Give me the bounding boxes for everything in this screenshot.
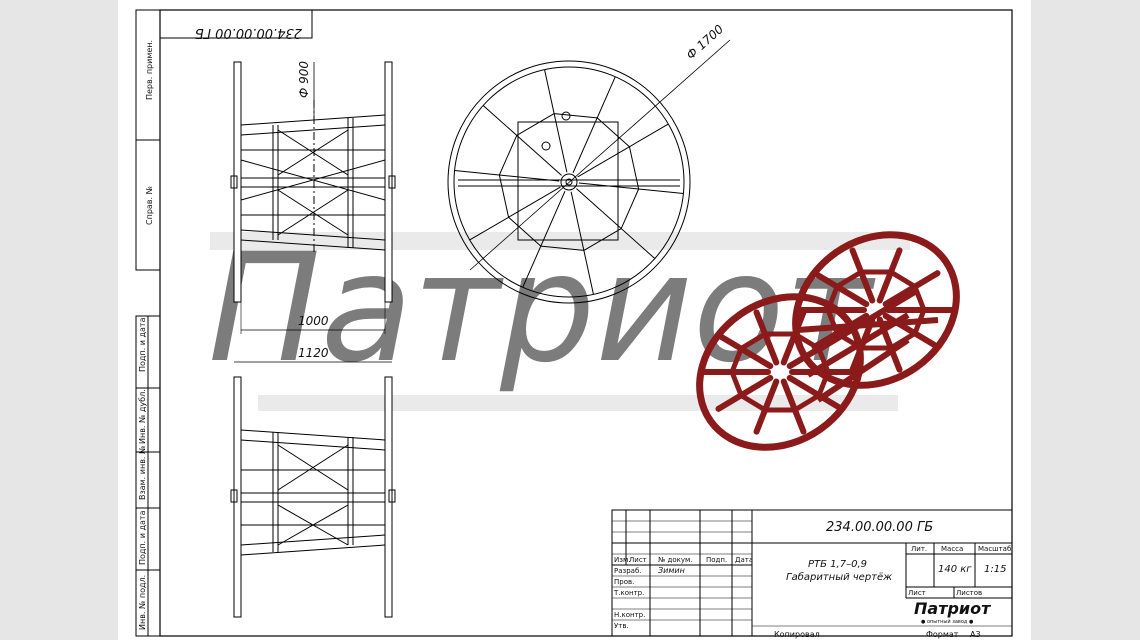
dimension-dia-inner: Ф 900 bbox=[297, 61, 315, 118]
wheel-spoke bbox=[544, 69, 568, 173]
wheel-spoke bbox=[576, 188, 656, 259]
svg-text:Лист: Лист bbox=[908, 589, 926, 597]
reel-back-flange-spoke bbox=[882, 270, 941, 308]
svg-text:Листов: Листов bbox=[956, 589, 982, 597]
reel-front-flange-spoke bbox=[780, 309, 807, 366]
svg-text:Копировал: Копировал bbox=[774, 630, 820, 639]
wheel-ring-segment bbox=[583, 228, 622, 251]
svg-text:Патриот: Патриот bbox=[208, 222, 876, 396]
svg-text:234.00.00.00 ГБ: 234.00.00.00 ГБ bbox=[195, 25, 302, 40]
svg-text:Ф 1700: Ф 1700 bbox=[684, 22, 727, 63]
svg-text:Дата: Дата bbox=[735, 556, 753, 564]
svg-text:Подп. и дата: Подп. и дата bbox=[138, 317, 147, 372]
dimension-width-outer: 1120 bbox=[234, 346, 392, 363]
reel-front-flange-brace bbox=[792, 393, 822, 413]
svg-text:234.00.00.00 ГБ: 234.00.00.00 ГБ bbox=[826, 520, 933, 535]
wheel-spoke bbox=[469, 186, 561, 241]
side-labels: Перв. примен. Справ. № Подп. и дата Инв.… bbox=[138, 40, 154, 630]
reel-front-flange-spoke bbox=[715, 374, 774, 412]
reel-back-flange-spoke bbox=[811, 270, 870, 308]
wheel-spoke bbox=[572, 76, 616, 174]
reel-back-flange-spoke bbox=[811, 312, 870, 350]
reel-front-flange-rim bbox=[696, 293, 864, 451]
svg-text:Формат: Формат bbox=[926, 630, 959, 639]
svg-text:1120: 1120 bbox=[298, 346, 329, 360]
wheel-spoke bbox=[577, 123, 669, 178]
title-block-text: 234.00.00.00 ГБ РТБ 1,7–0,9 Габаритный ч… bbox=[613, 520, 1011, 639]
wheel-spoke bbox=[522, 190, 566, 288]
svg-text:Зимин: Зимин bbox=[658, 566, 685, 575]
svg-text:Н.контр.: Н.контр. bbox=[614, 611, 645, 619]
svg-text:Подп. и дата: Подп. и дата bbox=[138, 510, 147, 565]
svg-text:Взам. инв. №: Взам. инв. № bbox=[138, 445, 147, 500]
wheel-ring-segment bbox=[540, 245, 584, 251]
svg-text:1000: 1000 bbox=[298, 314, 329, 328]
wheel-spoke bbox=[570, 191, 594, 295]
reel-back-flange-spoke bbox=[849, 247, 876, 304]
wheel-spoke bbox=[482, 105, 562, 176]
reel-front-flange-spoke bbox=[780, 378, 807, 435]
reel-front-flange-spoke bbox=[786, 374, 845, 412]
svg-text:№ докум.: № докум. bbox=[658, 556, 693, 564]
svg-text:Габаритный чертёж: Габаритный чертёж bbox=[786, 571, 892, 583]
reel-front-flange-spoke bbox=[753, 378, 780, 435]
side-strip bbox=[135, 9, 161, 637]
wheel-ring-segment bbox=[516, 113, 555, 136]
reel-axle-brace bbox=[797, 317, 939, 333]
svg-text:Разраб.: Разраб. bbox=[614, 567, 642, 575]
svg-text:Лит.: Лит. bbox=[911, 545, 927, 553]
doc-code-mirrored-box: 234.00.00.00 ГБ bbox=[159, 9, 313, 40]
reel-front-flange-brace bbox=[729, 345, 744, 375]
dimension-width-inner: 1000 bbox=[240, 300, 386, 334]
reel-front-flange-brace bbox=[729, 369, 744, 399]
svg-text:1:15: 1:15 bbox=[984, 564, 1006, 575]
wheel-ring-segment bbox=[628, 146, 640, 190]
reel-axle-brace bbox=[816, 337, 910, 403]
svg-text:● опытный завод ●: ● опытный завод ● bbox=[921, 618, 974, 625]
wheel-ring-segment bbox=[498, 135, 518, 176]
svg-text:Подп.: Подп. bbox=[706, 556, 727, 564]
side-view-wheel bbox=[447, 60, 691, 304]
reel-back-flange-brace bbox=[834, 269, 864, 289]
svg-text:Лист: Лист bbox=[629, 556, 647, 564]
svg-text:Справ. №: Справ. № bbox=[145, 185, 154, 225]
svg-text:Изм.: Изм. bbox=[614, 556, 630, 564]
svg-text:А3: А3 bbox=[970, 630, 981, 639]
wheel-ring-segment bbox=[596, 117, 630, 148]
title-block bbox=[611, 509, 1013, 637]
reel-front-flange-brace bbox=[792, 331, 822, 351]
reel-front-flange-spoke bbox=[753, 309, 780, 366]
reel-back-flange-spoke bbox=[876, 247, 903, 304]
drawing-sheet: Патриот 234.00.00.00 ГБ Перв. примен. Сп… bbox=[118, 0, 1031, 640]
reel-isometric bbox=[696, 231, 960, 451]
wheel-ring-segment bbox=[554, 113, 598, 119]
svg-text:140 кг: 140 кг bbox=[938, 564, 972, 575]
svg-text:Ф 900: Ф 900 bbox=[297, 61, 311, 98]
bottom-view bbox=[230, 376, 396, 618]
svg-text:Пров.: Пров. bbox=[614, 578, 634, 586]
reel-back-flange-brace bbox=[888, 269, 918, 289]
reel-front-flange-brace bbox=[738, 393, 768, 413]
wheel-spoke bbox=[578, 182, 684, 194]
wheel-spoke bbox=[454, 170, 560, 182]
wheel-ring-segment bbox=[508, 216, 542, 247]
svg-text:Масштаб: Масштаб bbox=[978, 545, 1011, 553]
svg-text:Т.контр.: Т.контр. bbox=[613, 589, 644, 597]
reel-front-flange-brace bbox=[816, 345, 831, 375]
svg-text:Масса: Масса bbox=[941, 545, 963, 553]
svg-text:Патриот: Патриот bbox=[914, 599, 992, 618]
svg-text:Инв. № дубл.: Инв. № дубл. bbox=[138, 389, 147, 444]
reel-front-flange-brace bbox=[816, 369, 831, 399]
front-view bbox=[230, 61, 396, 303]
svg-text:Утв.: Утв. bbox=[614, 622, 629, 630]
wheel-ring-segment bbox=[498, 174, 510, 218]
svg-text:Перв. примен.: Перв. примен. bbox=[145, 40, 154, 100]
svg-text:Инв. № подл.: Инв. № подл. bbox=[138, 575, 147, 630]
wheel-ring-segment bbox=[620, 188, 640, 229]
reel-front-flange-spoke bbox=[715, 332, 774, 370]
svg-text:РТБ 1,7–0,9: РТБ 1,7–0,9 bbox=[808, 559, 867, 570]
reel-front-flange-brace bbox=[738, 331, 768, 351]
reel-front-flange-spoke bbox=[786, 332, 845, 370]
